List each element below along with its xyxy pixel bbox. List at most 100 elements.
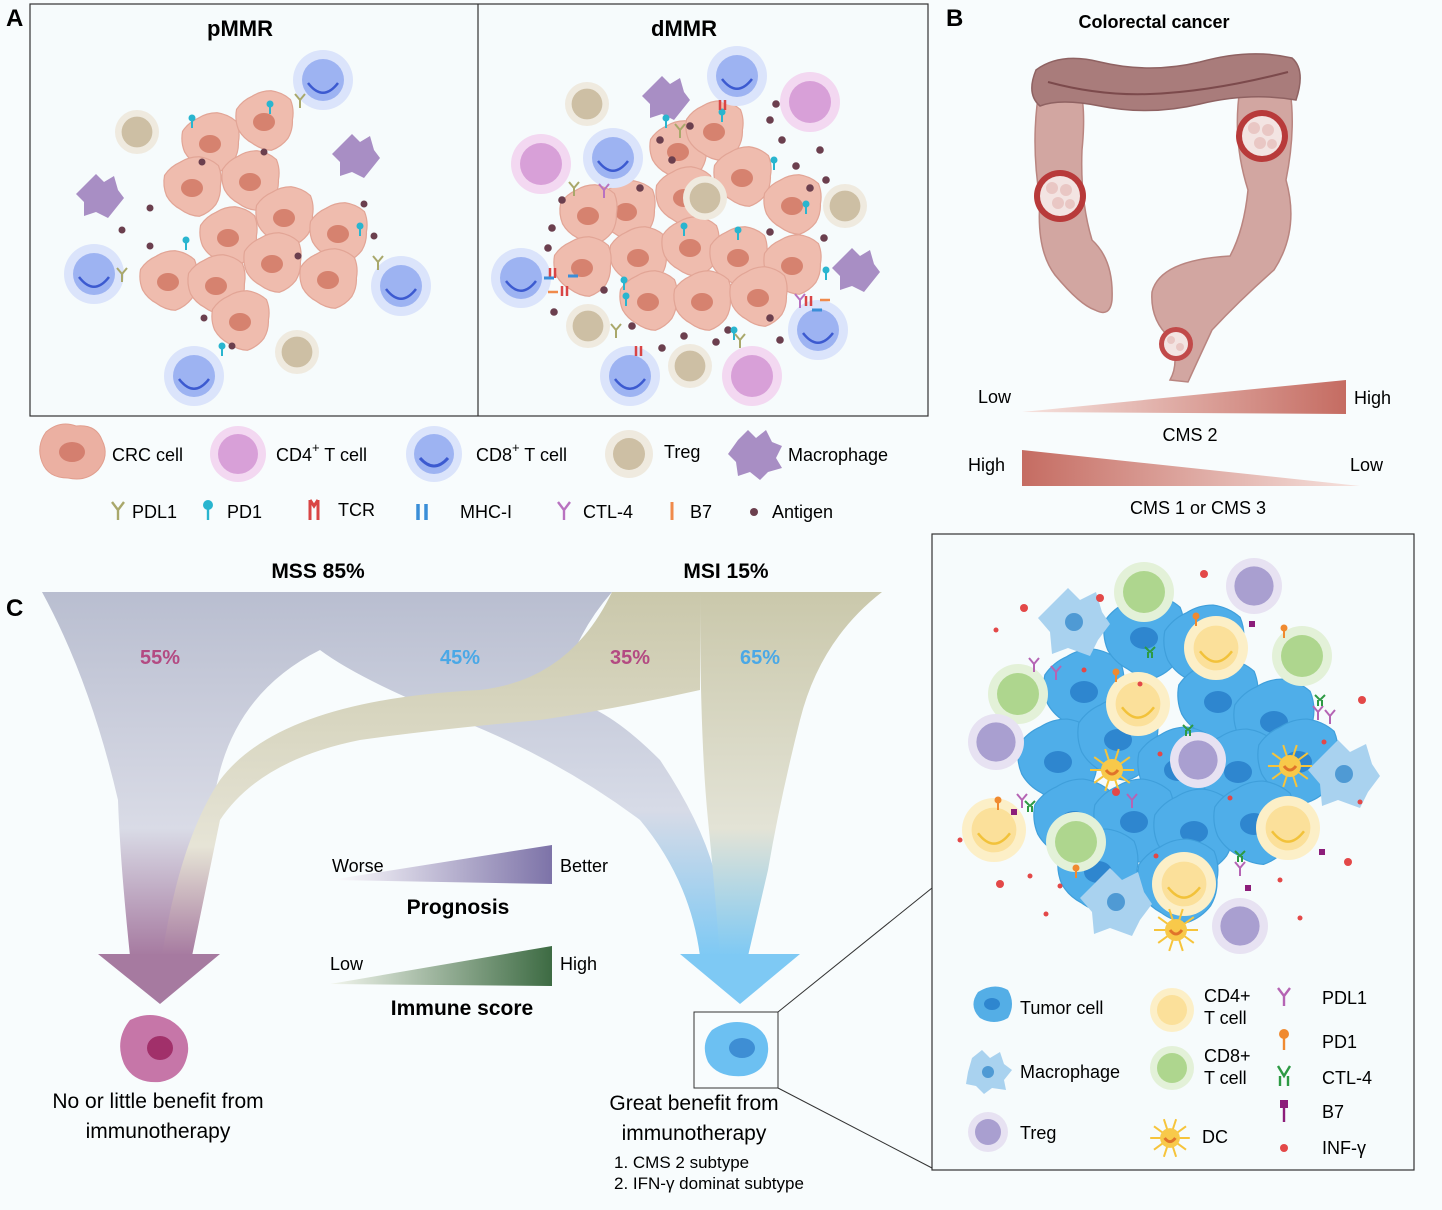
crc-nucleus <box>181 179 203 197</box>
pdl1-receptor <box>1312 705 1324 720</box>
inset-legend-treg: Treg <box>968 1112 1056 1152</box>
ifn-gamma <box>1112 788 1120 796</box>
pdl1-receptor <box>1324 709 1336 724</box>
pdl1-receptor <box>734 333 746 348</box>
pdl1-receptor <box>1234 861 1246 876</box>
ifn-gamma <box>1357 799 1363 805</box>
antigen <box>544 244 552 252</box>
svg-text:CTL-4: CTL-4 <box>583 502 633 522</box>
svg-text:Tumor cell: Tumor cell <box>1020 998 1103 1018</box>
svg-text:T cell: T cell <box>1204 1008 1247 1028</box>
antigen <box>550 308 558 316</box>
antigen <box>668 156 676 164</box>
b7-icon <box>1280 1100 1288 1108</box>
crc-nucleus <box>157 273 179 291</box>
cd8-t-cell-core <box>1055 821 1097 863</box>
benefit-list-2: 2. IFN-γ dominat subtype <box>614 1174 804 1193</box>
tumor-nucleus <box>1070 681 1098 703</box>
pd1-head <box>1072 864 1080 872</box>
antigen <box>680 332 688 340</box>
pct-45: 45% <box>440 647 480 669</box>
cd8-t-cell-core <box>500 257 542 299</box>
dc-nucleus <box>1282 765 1298 772</box>
pd1-head <box>994 796 1002 804</box>
dc-body <box>1160 1128 1180 1148</box>
treg-core <box>829 190 861 222</box>
cd4-t-cell-arc <box>977 832 1011 845</box>
ctl4-receptor <box>1024 800 1036 812</box>
crc-nucleus <box>217 229 239 247</box>
legend-cd4-t-cell: CD4+ T cell <box>210 426 367 482</box>
crc-nucleus <box>327 225 349 243</box>
ctl4-receptor <box>1182 724 1194 736</box>
pd1-head <box>680 222 688 230</box>
antigen <box>772 100 780 108</box>
cd4-t-cell-core <box>1115 681 1161 727</box>
antigen <box>118 226 126 234</box>
antigen <box>806 184 814 192</box>
tcr-receptor <box>804 296 813 306</box>
pdl1-receptor <box>674 123 686 138</box>
cd8-t-cell-arc <box>78 276 110 288</box>
inset-legend-macrophage: Macrophage <box>966 1050 1120 1094</box>
antigen <box>200 314 208 322</box>
antigen <box>724 326 732 334</box>
pd1-head <box>622 292 630 300</box>
inset-legend-pdl1: PDL1 <box>1277 987 1367 1008</box>
sankey-flows <box>42 592 882 1004</box>
pdl1-receptor <box>294 93 306 108</box>
legend-crc-cell: CRC cell <box>39 423 183 480</box>
prognosis-title: Prognosis <box>407 896 510 919</box>
crc-nucleus <box>637 293 659 311</box>
cd4-t-cell-arc <box>1167 886 1201 899</box>
prognosis-better-label: Better <box>560 856 608 876</box>
ifn-gamma <box>1157 751 1163 757</box>
ctl4-receptor <box>598 183 610 198</box>
macrophage-nucleus <box>1335 765 1353 783</box>
cd8-t-cell-core <box>609 355 651 397</box>
ifn-gamma <box>1227 795 1233 801</box>
msi-benefit-flow <box>700 592 882 956</box>
pdl1-receptor <box>116 267 128 282</box>
antigen <box>766 116 774 124</box>
ifn-gamma <box>1277 877 1283 883</box>
tumor-left-icon <box>1034 170 1086 222</box>
legend-cd8-t-cell: CD8+ T cell <box>406 426 567 482</box>
legend-pd1: PD1 <box>203 500 262 522</box>
cd8-t-cell-arc <box>385 288 417 300</box>
dmmr-title: dMMR <box>651 16 717 41</box>
ifn-gamma <box>1081 667 1087 673</box>
cd8-t-cell-core <box>73 253 115 295</box>
pmmr-tumor-microenvironment <box>64 50 431 406</box>
cd4-t-cell-arc <box>1121 706 1155 719</box>
macrophage <box>642 76 690 120</box>
b7-ligand <box>1249 621 1255 627</box>
cms2-gradient <box>1022 380 1346 414</box>
cd4-t-cell-core <box>731 355 773 397</box>
legend-tcr: TCR <box>308 499 375 520</box>
tumor-nucleus <box>1044 751 1072 773</box>
mss-label: MSS 85% <box>271 560 365 583</box>
antigen <box>294 252 302 260</box>
svg-text:PD1: PD1 <box>227 502 262 522</box>
pd1-head <box>620 276 628 284</box>
transverse-colon <box>1031 53 1301 112</box>
crc-nucleus <box>577 207 599 225</box>
legend-pdl1: PDL1 <box>111 501 177 522</box>
cd8-t-cell-arc <box>721 78 753 90</box>
legend-antigen: Antigen <box>750 502 833 522</box>
benefit-arrowhead <box>680 954 800 1004</box>
svg-text:PDL1: PDL1 <box>132 502 177 522</box>
ifn-gamma <box>957 837 963 843</box>
cd4-t-cell-core <box>971 807 1017 853</box>
svg-text:PDL1: PDL1 <box>1322 988 1367 1008</box>
ifn-gamma <box>993 627 999 633</box>
b7-ligand <box>1011 809 1017 815</box>
pd1-head <box>1280 624 1288 632</box>
antigen <box>600 286 608 294</box>
crc-nucleus <box>679 239 701 257</box>
dc-nucleus <box>1163 1137 1177 1144</box>
pct-35: 35% <box>610 647 650 669</box>
pdl1-icon <box>1277 987 1291 1006</box>
pct-65: 65% <box>740 647 780 669</box>
